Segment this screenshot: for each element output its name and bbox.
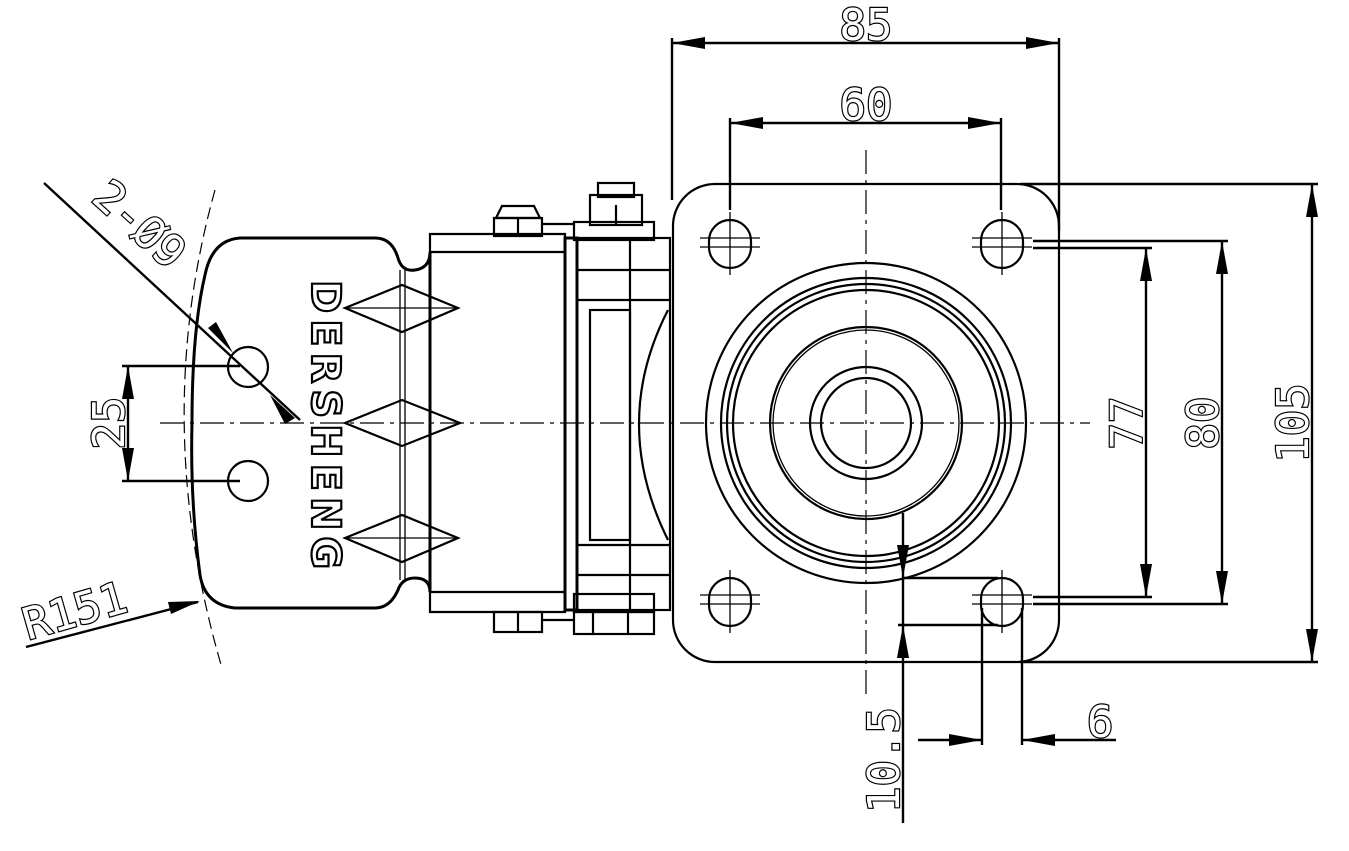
svg-text:105: 105 xyxy=(1268,383,1319,462)
grip-diamond-bottom xyxy=(342,513,461,564)
bolt-hole-bottom-right xyxy=(972,570,1032,633)
dim-slot-width: 9 xyxy=(918,608,1116,746)
svg-text:85: 85 xyxy=(840,0,893,51)
svg-text:60: 60 xyxy=(840,80,893,131)
dim-brake-hole-callout: 2-Ø9 xyxy=(43,169,301,424)
svg-text:80: 80 xyxy=(1178,397,1229,450)
dim-plate-width: 85 xyxy=(670,0,1061,230)
wheel-arc xyxy=(637,309,669,541)
top-plate xyxy=(160,150,1090,695)
brake-pedal: DERSHENG xyxy=(190,236,463,610)
grip-diamond-top xyxy=(342,283,461,334)
dim-plate-length: 105 xyxy=(1020,182,1320,664)
swivel-bearing-rings xyxy=(704,261,1028,585)
svg-text:9: 9 xyxy=(1087,694,1114,745)
pedal-outline xyxy=(190,236,432,610)
dim-bolt-spacing-y-outer: 80 xyxy=(1033,239,1230,606)
bolt-hole-bottom-left xyxy=(700,570,760,633)
bolt-hole-top-left xyxy=(700,212,760,275)
bolt-hole-top-right xyxy=(972,212,1032,275)
svg-text:77: 77 xyxy=(1102,397,1153,450)
dim-brake-radius: R151 xyxy=(16,571,200,652)
brake-arm xyxy=(428,204,574,634)
brand-text: DERSHENG xyxy=(302,280,348,575)
bolt-holes xyxy=(700,212,1032,633)
radius-arc xyxy=(183,189,223,669)
svg-text:10.5: 10.5 xyxy=(859,707,910,813)
svg-text:2-Ø9: 2-Ø9 xyxy=(83,170,196,279)
dim-slot-offset: 10.5 xyxy=(858,513,998,823)
svg-text:R151: R151 xyxy=(17,572,133,650)
svg-text:25: 25 xyxy=(84,397,135,450)
dim-bolt-spacing-y-inner: 77 xyxy=(1033,246,1154,599)
grip-diamond-middle xyxy=(342,398,463,448)
fork-assembly xyxy=(563,181,672,636)
dim-brake-hole-spacing: 25 xyxy=(83,364,240,483)
dim-bolt-spacing-x: 60 xyxy=(728,79,1003,210)
